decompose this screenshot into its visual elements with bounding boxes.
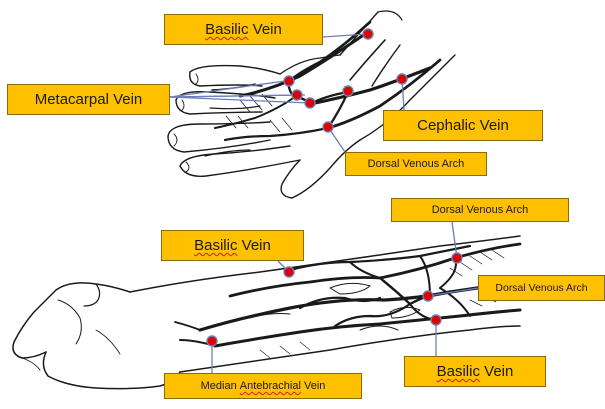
label-text: Dorsal Venous Arch bbox=[432, 204, 529, 216]
label-text: Vein bbox=[304, 380, 325, 392]
label-text: Median bbox=[201, 380, 237, 392]
label-cephalic-vein: Cephalic Vein bbox=[383, 110, 543, 141]
label-text: Metacarpal Vein bbox=[35, 91, 143, 108]
label-basilic-vein-top: Basilic Vein bbox=[164, 14, 323, 45]
marker-basilic-bottom bbox=[431, 315, 441, 325]
marker-metacarpal-4 bbox=[343, 86, 353, 96]
label-text: Dorsal Venous Arch bbox=[495, 282, 587, 294]
label-basilic-vein-forearm: Basilic Vein bbox=[161, 230, 304, 261]
label-dorsal-venous-arch-forearm-top: Dorsal Venous Arch bbox=[391, 198, 569, 222]
marker-metacarpal-3 bbox=[305, 98, 315, 108]
label-dorsal-venous-arch-hand: Dorsal Venous Arch bbox=[345, 152, 487, 176]
label-median-antebrachial-vein: Median Antebrachial Vein bbox=[164, 373, 362, 399]
marker-basilic-top bbox=[363, 29, 373, 39]
label-basilic-vein-bottom: Basilic Vein bbox=[404, 356, 546, 387]
label-text: Basilic bbox=[437, 363, 480, 380]
label-text: Basilic bbox=[205, 21, 248, 38]
marker-dorsal-arch-top bbox=[452, 253, 462, 263]
label-text: Vein bbox=[253, 21, 282, 38]
label-text: Vein bbox=[484, 363, 513, 380]
label-text: Cephalic Vein bbox=[417, 117, 509, 134]
label-text: Antebrachial bbox=[240, 380, 301, 392]
label-metacarpal-vein: Metacarpal Vein bbox=[7, 84, 170, 115]
marker-dorsal-arch-right bbox=[423, 291, 433, 301]
marker-basilic-forearm bbox=[284, 267, 294, 277]
marker-metacarpal-1 bbox=[284, 76, 294, 86]
label-text: Venous Arch bbox=[403, 158, 465, 170]
marker-dorsal-arch-hand bbox=[323, 122, 333, 132]
label-dorsal-venous-arch-forearm-right: Dorsal Venous Arch bbox=[478, 275, 605, 301]
marker-median-antebrachial bbox=[207, 336, 217, 346]
label-text: Vein bbox=[242, 237, 271, 254]
marker-cephalic bbox=[397, 74, 407, 84]
label-text: Basilic bbox=[194, 237, 237, 254]
label-text: Dorsal bbox=[368, 158, 400, 170]
marker-metacarpal-2 bbox=[292, 90, 302, 100]
